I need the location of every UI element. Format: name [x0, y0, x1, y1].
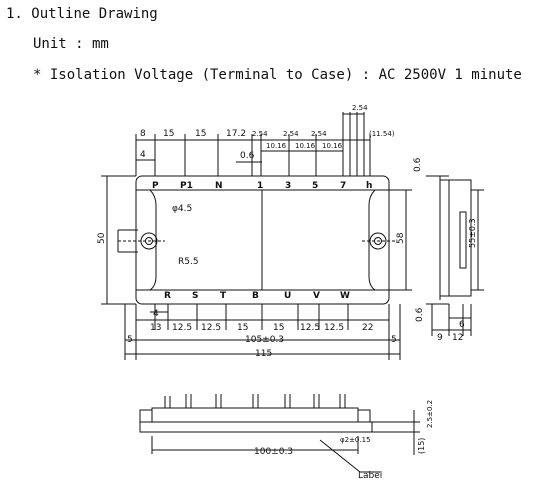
dim-4-bottom: 4: [153, 309, 159, 319]
dim-17-2: 17.2: [226, 129, 246, 139]
front-view-labels: 100±0.3 φ2±0.15 2.5±0.2 (15) Label: [254, 400, 434, 481]
dim-8: 8: [140, 129, 146, 139]
side-view-labels: 0.6 55±0.3 9 12 6: [413, 157, 477, 343]
dim-2-54-top: 2.54: [352, 104, 368, 112]
side-view: [426, 175, 484, 336]
pin-w: W: [340, 291, 350, 301]
front-base: [139, 421, 373, 433]
pin-r: R: [164, 291, 171, 301]
front-dim-15: (15): [417, 438, 426, 454]
radius-label: R5.5: [178, 257, 199, 267]
front-body: [151, 407, 359, 423]
dim-10-16b: 10.16: [295, 142, 316, 150]
dim-5-right: 5: [391, 335, 397, 345]
height-58: 58: [396, 232, 406, 244]
dim-12-5c: 12.5: [300, 323, 320, 333]
pin-b: B: [252, 291, 259, 301]
front-dim-phi: φ2±0.15: [340, 436, 371, 444]
pin-n: N: [215, 181, 223, 191]
side-terminal: [459, 211, 467, 269]
pin-s: S: [192, 291, 198, 301]
pin-v: V: [313, 291, 320, 301]
side-dim-9: 9: [437, 333, 443, 343]
front-label: Label: [358, 471, 382, 481]
dim-11-54: (11.54): [369, 130, 395, 138]
pin-h: h: [366, 181, 372, 191]
pin-t: T: [220, 291, 227, 301]
front-dim-2-5: 2.5±0.2: [426, 400, 434, 428]
height-50: 50: [97, 232, 107, 244]
pin-3: 3: [285, 181, 291, 191]
top-view-labels: 8 15 15 17.2 2.54 2.54 2.54 (11.54) 10.1…: [97, 104, 425, 359]
dim-13: 13: [150, 323, 161, 333]
side-dim-12: 12: [452, 333, 463, 343]
pin-1: 1: [257, 181, 263, 191]
dim-22: 22: [362, 323, 373, 333]
side-dim-0-6: 0.6: [413, 157, 423, 172]
side-dim-6: 6: [459, 320, 465, 330]
dim-12-5a: 12.5: [172, 323, 192, 333]
dim-2-54b: 2.54: [283, 130, 299, 138]
dim-15c: 15: [237, 323, 248, 333]
side-body: [448, 179, 472, 297]
dim-0-6: 0.6: [240, 151, 255, 161]
top-view: [101, 112, 412, 360]
section-title: Outline Drawing: [31, 6, 158, 22]
pin-p: P: [152, 181, 159, 191]
pin-p1: P1: [180, 181, 193, 191]
dim-15d: 15: [273, 323, 284, 333]
dim-2-54a: 2.54: [252, 130, 268, 138]
dim-5-left: 5: [127, 335, 133, 345]
unit-line: Unit : mm: [33, 36, 109, 52]
dim-0-6-bottom: 0.6: [415, 307, 425, 322]
dim-12-5b: 12.5: [201, 323, 221, 333]
hole-diameter-label: φ4.5: [172, 204, 192, 214]
dim-115: 115: [255, 349, 272, 359]
dim-4: 4: [140, 150, 146, 160]
dim-12-5d: 12.5: [324, 323, 344, 333]
pin-u: U: [284, 291, 291, 301]
dim-15a: 15: [163, 129, 174, 139]
section-heading: 1. Outline Drawing: [6, 6, 158, 22]
dim-15b: 15: [195, 129, 206, 139]
dim-10-16a: 10.16: [266, 142, 287, 150]
side-dim-55: 55±0.3: [468, 218, 477, 248]
dim-105: 105±0.3: [245, 335, 284, 345]
isolation-voltage-line: * Isolation Voltage (Terminal to Case) :…: [33, 67, 522, 83]
front-view: [139, 394, 420, 473]
front-dim-100: 100±0.3: [254, 447, 293, 457]
dim-2-54c: 2.54: [311, 130, 327, 138]
pin-7: 7: [340, 181, 346, 191]
dim-10-16c: 10.16: [322, 142, 343, 150]
section-number: 1.: [6, 6, 23, 22]
pin-5: 5: [312, 181, 318, 191]
